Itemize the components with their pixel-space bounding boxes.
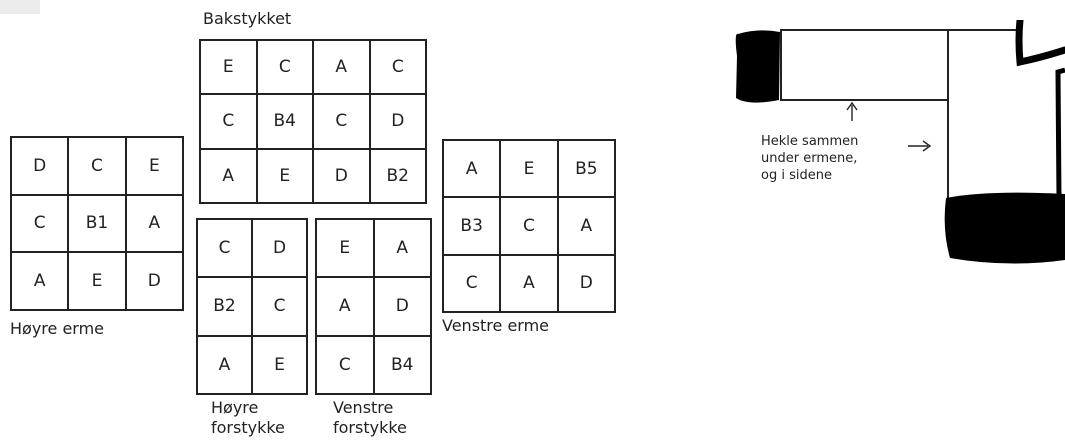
square-left-sleeve-r2c1: B3	[444, 198, 501, 255]
square-right-sleeve-r3c3: D	[127, 253, 184, 311]
square-right-sleeve-r2c1: C	[12, 196, 69, 254]
square-right-sleeve-r3c2: E	[69, 253, 126, 311]
square-left-sleeve-r2c2: C	[501, 198, 558, 255]
square-left-front-r3c2: B4	[375, 337, 433, 395]
join-note-line-3: og i sidene	[761, 167, 858, 184]
waistband-fill	[945, 193, 1065, 264]
square-back-r2c1: C	[201, 95, 258, 149]
square-left-sleeve-r3c1: C	[444, 256, 501, 313]
right-front-label-line-1: Høyre	[211, 398, 285, 418]
join-note-line-2: under ermene,	[761, 150, 858, 167]
square-left-front-r1c2: A	[375, 220, 433, 278]
square-back-r3c2: E	[258, 150, 315, 204]
sleeve-outline	[781, 30, 948, 100]
square-right-front-r3c2: E	[253, 337, 308, 395]
right-sleeve-label: Høyre erme	[10, 319, 104, 339]
square-right-sleeve-r1c3: E	[127, 138, 184, 196]
left-front-label-line-2: forstykke	[333, 418, 407, 438]
square-back-r1c1: E	[201, 41, 258, 95]
square-back-r1c2: C	[258, 41, 315, 95]
square-left-sleeve-r3c2: A	[501, 256, 558, 313]
square-left-sleeve-r1c1: A	[444, 141, 501, 198]
square-back-r2c3: C	[314, 95, 371, 149]
neck-line	[1019, 20, 1065, 62]
square-left-front-r1c1: E	[317, 220, 375, 278]
square-left-sleeve-r1c2: E	[501, 141, 558, 198]
back-label: Bakstykket	[203, 9, 291, 29]
square-right-sleeve-r2c2: B1	[69, 196, 126, 254]
square-left-sleeve-r1c3: B5	[559, 141, 616, 198]
square-left-front-r2c2: D	[375, 278, 433, 336]
square-left-sleeve-r2c3: A	[559, 198, 616, 255]
square-back-r2c2: B4	[258, 95, 315, 149]
square-right-front-r1c2: D	[253, 220, 308, 278]
right-front-label: Høyre forstykke	[211, 398, 285, 438]
square-right-front-r3c1: A	[198, 337, 253, 395]
square-right-sleeve-r3c1: A	[12, 253, 69, 311]
square-right-front-r2c1: B2	[198, 278, 253, 336]
square-back-r3c4: B2	[371, 150, 428, 204]
left-sleeve-label: Venstre erme	[442, 316, 549, 336]
corner-box	[0, 0, 40, 14]
body-edge	[1058, 70, 1065, 200]
square-back-r3c1: A	[201, 150, 258, 204]
join-note-line-1: Hekle sammen	[761, 133, 858, 150]
square-back-r1c4: C	[371, 41, 428, 95]
left-front-label: Venstre forstykke	[333, 398, 407, 438]
square-right-sleeve-r1c2: C	[69, 138, 126, 196]
square-right-sleeve-r2c3: A	[127, 196, 184, 254]
square-left-front-r3c1: C	[317, 337, 375, 395]
square-left-sleeve-r3c3: D	[559, 256, 616, 313]
square-back-r2c4: D	[371, 95, 428, 149]
join-note: Hekle sammen under ermene, og i sidene	[761, 133, 858, 184]
square-right-front-r1c1: C	[198, 220, 253, 278]
cuff-fill	[736, 30, 780, 102]
square-left-front-r2c1: A	[317, 278, 375, 336]
square-back-r3c3: D	[314, 150, 371, 204]
square-right-sleeve-r1c1: D	[12, 138, 69, 196]
square-back-r1c3: A	[314, 41, 371, 95]
left-front-label-line-1: Venstre	[333, 398, 407, 418]
right-front-label-line-2: forstykke	[211, 418, 285, 438]
square-right-front-r2c2: C	[253, 278, 308, 336]
